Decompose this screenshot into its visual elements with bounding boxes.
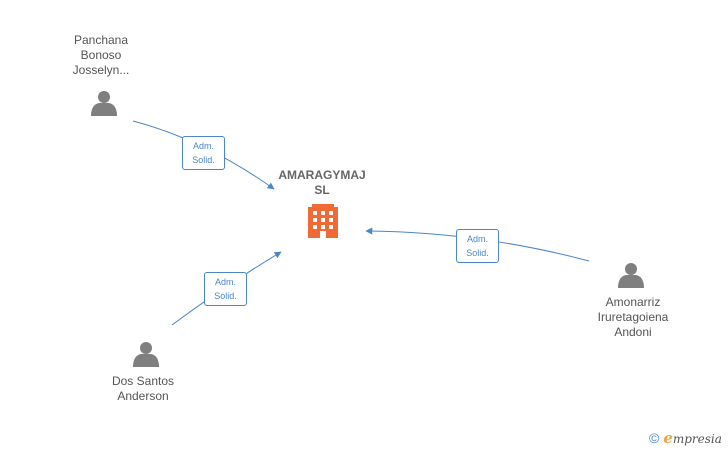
person-name-line: Josselyn... xyxy=(72,63,130,77)
person-amonarriz-label[interactable]: Amonarriz Iruretagoiena Andoni xyxy=(573,295,693,340)
copyright-icon: © xyxy=(649,430,660,446)
watermark: © empresia xyxy=(649,428,722,448)
relation-badge[interactable]: Adm. Solid. xyxy=(456,229,499,263)
person-name-line: Andoni xyxy=(614,325,652,339)
building-icon xyxy=(308,204,338,238)
relation-badge-line: Solid. xyxy=(192,155,215,165)
relation-badge-line: Solid. xyxy=(214,291,237,301)
company-name-line2: SL xyxy=(314,183,330,197)
company-name-line1: AMARAGYMAJ xyxy=(278,168,366,182)
person-icon xyxy=(91,91,117,116)
relation-badge-line: Adm. xyxy=(192,141,214,151)
person-dossantos-label[interactable]: Dos Santos Anderson xyxy=(93,374,193,404)
person-name-line: Panchana xyxy=(73,33,129,47)
person-name-line: Dos Santos xyxy=(111,374,175,388)
relation-badge-line: Adm. xyxy=(466,234,488,244)
person-name-line: Amonarriz xyxy=(605,295,661,309)
person-panchana-label[interactable]: Panchana Bonoso Josselyn... xyxy=(51,33,151,78)
relation-badge[interactable]: Adm. Solid. xyxy=(204,272,247,306)
brand-logo: empresia xyxy=(663,429,722,447)
brand-logo-rest: mpresia xyxy=(672,432,722,446)
relation-badge[interactable]: Adm. Solid. xyxy=(182,136,225,170)
person-name-line: Iruretagoiena xyxy=(597,310,669,324)
person-name-line: Anderson xyxy=(117,389,169,403)
brand-logo-initial: e xyxy=(663,429,673,447)
person-name-line: Bonoso xyxy=(80,48,122,62)
person-icon xyxy=(133,342,159,367)
relation-badge-line: Solid. xyxy=(466,248,489,258)
person-icon xyxy=(618,263,644,288)
company-name[interactable]: AMARAGYMAJ SL xyxy=(262,168,382,198)
relation-badge-line: Adm. xyxy=(214,277,236,287)
